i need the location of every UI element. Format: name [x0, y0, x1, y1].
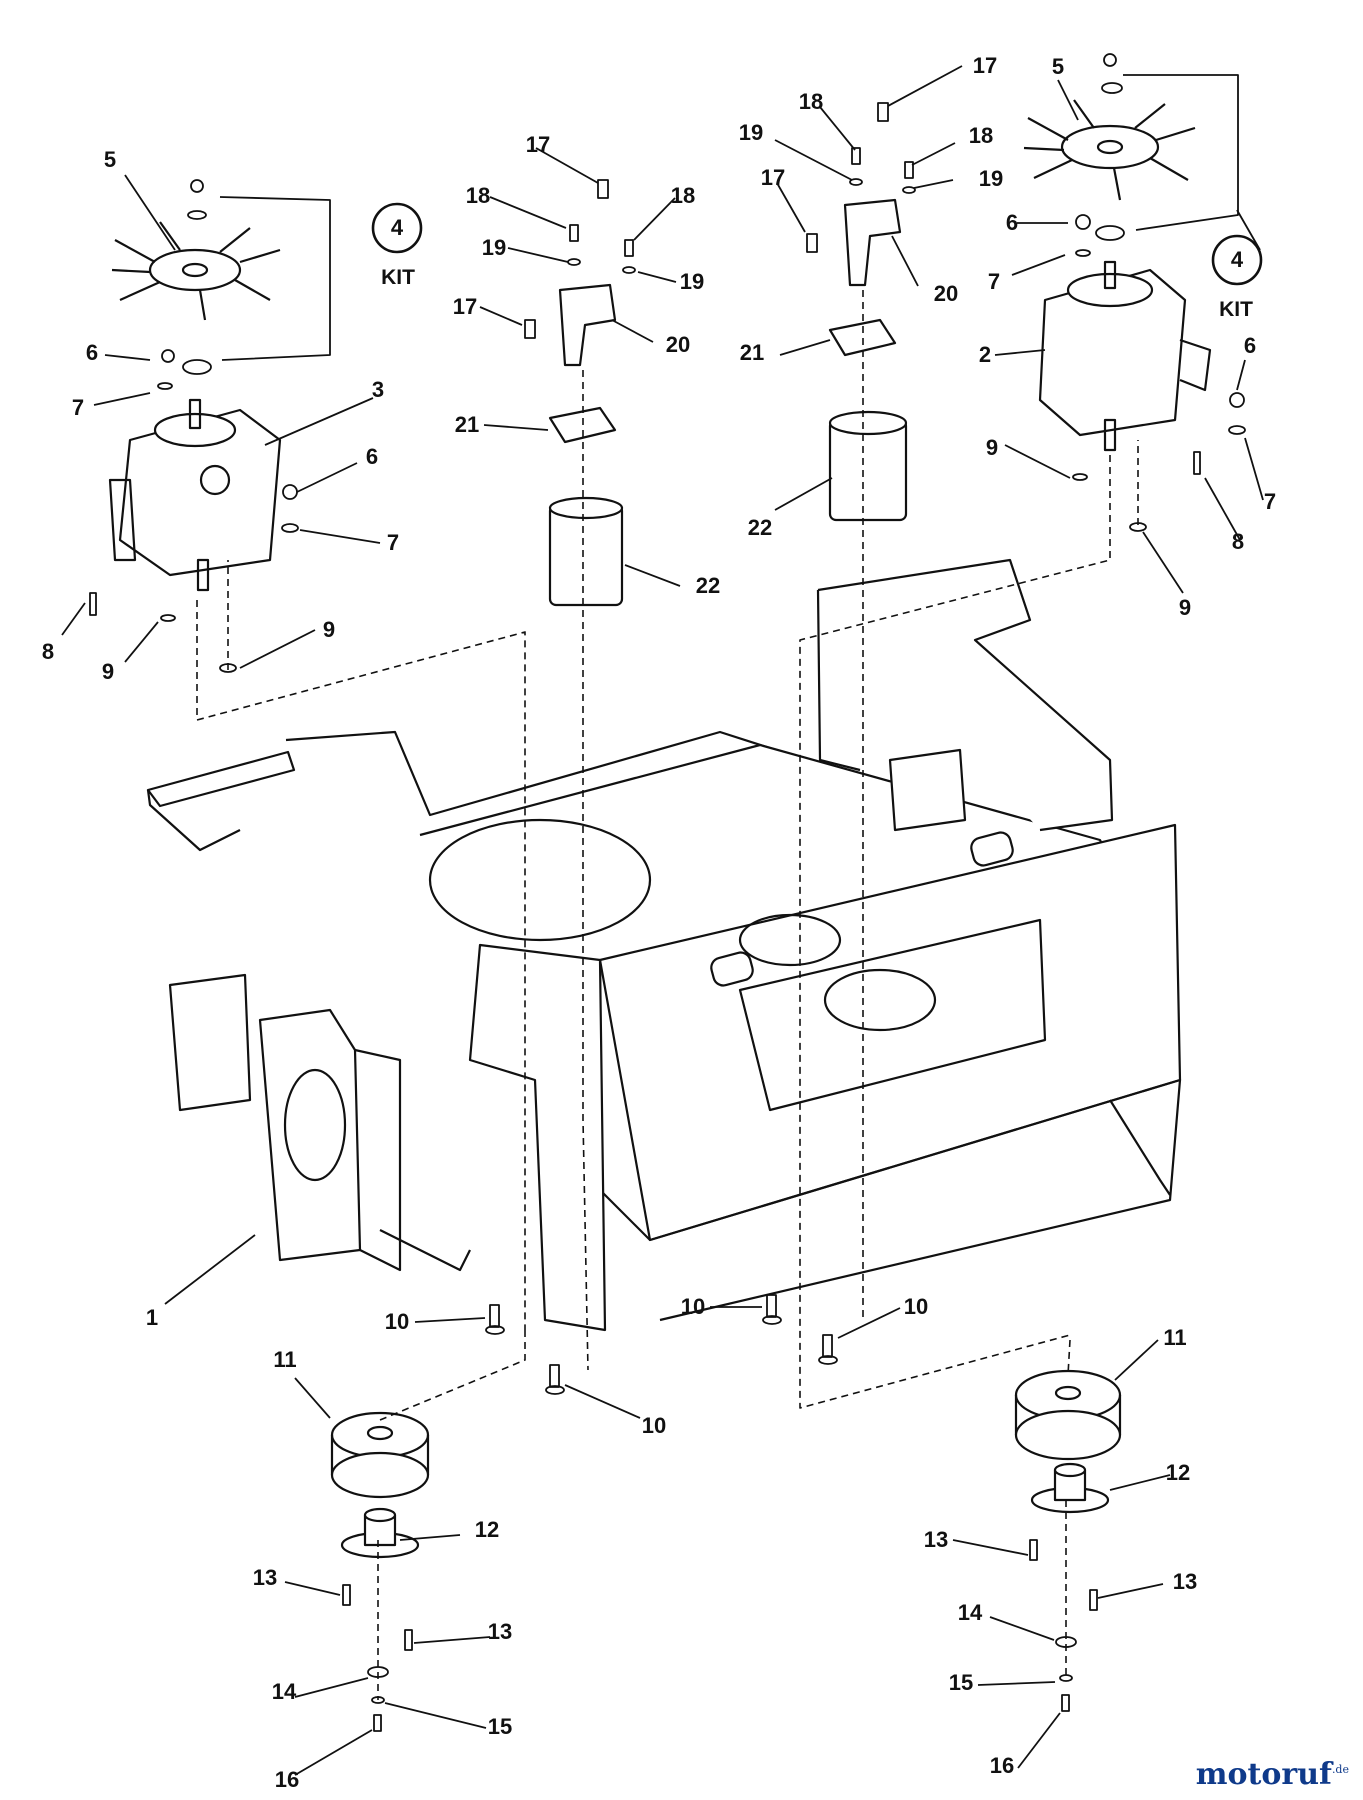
callout-21-right: 21 [739, 340, 765, 365]
callout-6-right-a: 6 [1005, 210, 1019, 235]
leader-lines [61, 65, 1264, 1776]
callout-11-right: 11 [1163, 1325, 1187, 1350]
left-bracket [558, 283, 617, 367]
callout-13-b: 13 [487, 1619, 513, 1644]
callout-16-right: 16 [989, 1753, 1015, 1778]
left-cooling-fan [111, 221, 281, 321]
callout-15-left: 15 [487, 1714, 513, 1739]
right-pulley [1014, 1369, 1122, 1461]
watermark-suffix: .de [1331, 1763, 1349, 1776]
callout-8-left: 8 [41, 639, 55, 664]
callout-19-a: 19 [481, 235, 507, 260]
callout-17-a: 17 [525, 132, 551, 157]
callout-17-b: 17 [972, 53, 998, 78]
callout-19-d: 19 [978, 166, 1004, 191]
callout-21-left: 21 [454, 412, 480, 437]
left-pulley [330, 1411, 430, 1499]
callout-14-left: 14 [271, 1679, 297, 1704]
callout-6-right-b: 6 [1243, 333, 1257, 358]
callout-7-right-a: 7 [987, 269, 1001, 294]
callout-7-right-b: 7 [1263, 489, 1277, 514]
watermark-brand: motoruf [1195, 1757, 1332, 1792]
watermark-logo: motoruf.de [1196, 1757, 1349, 1792]
kit-label-left: KIT [381, 266, 415, 289]
callout-17-d: 17 [452, 294, 478, 319]
kit-label-right: KIT [1219, 298, 1253, 321]
right-kit-circle [1211, 234, 1263, 286]
callout-1: 1 [145, 1305, 159, 1330]
callout-18-a: 18 [465, 183, 491, 208]
callout-10-d: 10 [903, 1294, 929, 1319]
callout-8-right: 8 [1231, 529, 1245, 554]
callout-10-a: 10 [384, 1309, 410, 1334]
callout-13-c: 13 [923, 1527, 949, 1552]
callout-12-right: 12 [1165, 1460, 1191, 1485]
callout-19-b: 19 [679, 269, 705, 294]
right-filter-assembly [828, 318, 908, 522]
callout-7-left-a: 7 [71, 395, 85, 420]
chassis-frame [146, 558, 1182, 1332]
right-hub [1030, 1462, 1110, 1514]
callout-9-left-b: 9 [322, 617, 336, 642]
left-hydro-pump [108, 398, 282, 592]
right-cooling-fan [1023, 99, 1196, 201]
callout-6-left-a: 6 [85, 340, 99, 365]
callout-18-c: 18 [798, 89, 824, 114]
kit-number-right: 4 [1230, 247, 1244, 272]
callout-5-left: 5 [103, 147, 117, 172]
callout-12-left: 12 [474, 1517, 500, 1542]
right-bracket [843, 198, 902, 287]
callout-19-c: 19 [738, 120, 764, 145]
assembly-guide-lines [196, 290, 1139, 1700]
callout-14-right: 14 [957, 1600, 983, 1625]
callout-15-right: 15 [948, 1670, 974, 1695]
callout-10-c: 10 [680, 1294, 706, 1319]
hardware-parts [89, 53, 1246, 1732]
callout-22-left: 22 [695, 573, 721, 598]
callout-16-left: 16 [274, 1767, 300, 1792]
left-filter-assembly [548, 406, 624, 607]
left-hub [340, 1507, 420, 1559]
callout-11-left: 11 [273, 1347, 297, 1372]
callout-6-left-b: 6 [365, 444, 379, 469]
callout-9-right-b: 9 [1178, 595, 1192, 620]
callout-13-d: 13 [1172, 1569, 1198, 1594]
callout-7-left-b: 7 [386, 530, 400, 555]
callout-5-right: 5 [1051, 54, 1065, 79]
callout-17-c: 17 [760, 165, 786, 190]
kit-number-left: 4 [390, 215, 404, 240]
callout-2: 2 [978, 342, 992, 367]
callout-22-right: 22 [747, 515, 773, 540]
callout-10-b: 10 [641, 1413, 667, 1438]
callout-18-b: 18 [670, 183, 696, 208]
callout-13-a: 13 [252, 1565, 278, 1590]
callout-9-left-a: 9 [101, 659, 115, 684]
callout-20-left: 20 [665, 332, 691, 357]
left-kit-circle [371, 202, 423, 254]
callout-3: 3 [371, 377, 385, 402]
right-hydro-pump [1038, 260, 1212, 452]
callout-20-right: 20 [933, 281, 959, 306]
callout-18-d: 18 [968, 123, 994, 148]
callout-9-right-a: 9 [985, 435, 999, 460]
